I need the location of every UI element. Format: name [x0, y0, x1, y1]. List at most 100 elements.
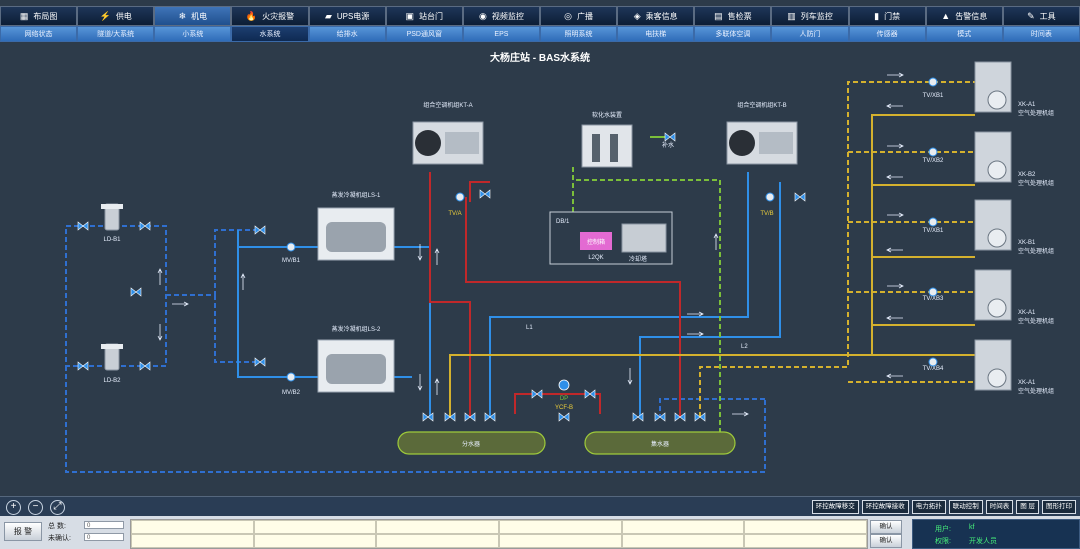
ahu-right-5[interactable]: [974, 339, 1012, 391]
nav-tab[interactable]: ⚡供电: [77, 6, 155, 26]
chiller-ls-1[interactable]: [317, 207, 395, 261]
nav-tab-label: 供电: [115, 11, 132, 21]
nav-tab[interactable]: ▥ 列车监控: [771, 6, 849, 26]
valve-icon[interactable]: [444, 412, 456, 422]
valve-icon[interactable]: [531, 389, 543, 399]
cooling-tower[interactable]: [621, 223, 667, 253]
alarm-list[interactable]: [130, 519, 868, 549]
alarm-button[interactable]: 报 警: [4, 522, 42, 541]
function-button[interactable]: 图形打印: [1042, 500, 1076, 514]
valve-icon[interactable]: [674, 412, 686, 422]
subnav-tab[interactable]: 照明系统: [539, 26, 618, 42]
nav-tab[interactable]: ▰UPS电源: [308, 6, 386, 26]
nav-tab[interactable]: ▮门禁: [848, 6, 926, 26]
valve-icon[interactable]: [77, 361, 89, 371]
nav-tab-icon: ▥: [787, 10, 796, 21]
subnav-tab[interactable]: EPS: [462, 26, 540, 42]
subnav-tab[interactable]: 水系统: [231, 26, 309, 42]
actuator-icon[interactable]: [286, 242, 296, 252]
function-button[interactable]: 环控故障移交: [811, 500, 859, 514]
fit-screen-icon[interactable]: ⤢: [50, 500, 65, 515]
actuator-icon[interactable]: [928, 357, 938, 367]
zoom-in-icon[interactable]: +: [6, 500, 21, 515]
confirm-button[interactable]: 确认: [870, 520, 902, 534]
nav-tab[interactable]: ◎广播: [539, 6, 618, 26]
ahu-kt-a[interactable]: [412, 121, 484, 165]
function-button[interactable]: 电力拓扑: [911, 500, 946, 514]
subnav-tab[interactable]: 人防门: [771, 26, 849, 42]
valve-icon[interactable]: [794, 192, 806, 202]
function-button[interactable]: 图 层: [1016, 500, 1039, 514]
valve-icon[interactable]: [254, 357, 266, 367]
actuator-icon[interactable]: [765, 192, 775, 202]
nav-tab[interactable]: ◈乘客信息: [617, 6, 695, 26]
water-softener[interactable]: [581, 124, 633, 168]
valve-icon[interactable]: [422, 412, 434, 422]
ahu-right-desc: 空气处理机组: [1018, 109, 1054, 117]
actuator-icon[interactable]: [928, 287, 938, 297]
subnav-tab[interactable]: 模式: [925, 26, 1003, 42]
dp-sensor[interactable]: [558, 379, 570, 391]
nav-tab[interactable]: ▦布局图: [0, 6, 78, 26]
ahu-right-2[interactable]: [974, 131, 1012, 183]
valve-icon[interactable]: [484, 412, 496, 422]
actuator-icon[interactable]: [928, 77, 938, 87]
valve-icon[interactable]: [584, 389, 596, 399]
permission-value: 开发人员: [969, 538, 997, 545]
valve-icon[interactable]: [479, 189, 491, 199]
valve-icon[interactable]: [77, 221, 89, 231]
valve-icon[interactable]: [694, 412, 706, 422]
ahu-right-4[interactable]: [974, 269, 1012, 321]
valve-icon[interactable]: [558, 412, 570, 422]
actuator-icon[interactable]: [286, 372, 296, 382]
pump-ld-b1[interactable]: [101, 203, 123, 231]
ahu-right-3[interactable]: [974, 199, 1012, 251]
subnav-tab[interactable]: 电扶梯: [617, 26, 695, 42]
chiller-ls-2[interactable]: [317, 339, 395, 393]
nav-tab[interactable]: ❄机电: [154, 6, 232, 26]
valve-icon[interactable]: [464, 412, 476, 422]
function-button[interactable]: 时间表: [985, 500, 1014, 514]
valve-icon[interactable]: [139, 221, 151, 231]
makeup-label: 补水: [662, 141, 674, 149]
ahu-kt-b[interactable]: [726, 121, 798, 165]
function-button[interactable]: 环控故障接收: [861, 500, 909, 514]
tv-right-label: TV/XB3: [923, 296, 944, 302]
valve-icon[interactable]: [254, 225, 266, 235]
control-box[interactable]: 控制箱: [580, 232, 612, 250]
function-button[interactable]: 联动控制: [948, 500, 983, 514]
nav-tab[interactable]: ▣站台门: [385, 6, 463, 26]
actuator-icon[interactable]: [455, 192, 465, 202]
return-manifold[interactable]: 集水器: [584, 431, 736, 455]
subnav-tab[interactable]: PSD通风窗: [385, 26, 463, 42]
zoom-out-icon[interactable]: −: [28, 500, 43, 515]
nav-tab[interactable]: ▲告警信息: [925, 6, 1003, 26]
subnav-tab[interactable]: 隧道/大系统: [77, 26, 155, 42]
ahu-right-1[interactable]: [974, 61, 1012, 113]
subnav-tab[interactable]: 给排水: [308, 26, 386, 42]
subnav-tab[interactable]: 小系统: [154, 26, 232, 42]
supply-manifold[interactable]: 分水器: [397, 431, 546, 455]
subnav-tab[interactable]: 网络状态: [0, 26, 78, 42]
flow-arrow-icon: [887, 72, 904, 78]
valve-icon[interactable]: [664, 132, 676, 142]
nav-tab-label: 列车监控: [800, 11, 833, 21]
valve-icon[interactable]: [632, 412, 644, 422]
nav-tab[interactable]: ✎工具: [1002, 6, 1080, 26]
subnav-tab[interactable]: 传感器: [848, 26, 926, 42]
confirm-button[interactable]: 确认: [870, 534, 902, 548]
valve-icon[interactable]: [130, 287, 142, 297]
actuator-icon[interactable]: [928, 147, 938, 157]
valve-icon[interactable]: [654, 412, 666, 422]
actuator-icon[interactable]: [928, 217, 938, 227]
tv-right-label: TV/XB1: [923, 228, 944, 234]
subnav-tab[interactable]: 多联体空调: [694, 26, 772, 42]
nav-tab[interactable]: ◉视频监控: [462, 6, 540, 26]
valve-icon[interactable]: [139, 361, 151, 371]
nav-tab[interactable]: 🔥火灾报警: [231, 6, 309, 26]
flow-arrow-icon: [886, 373, 903, 379]
pump-ld-b2[interactable]: [101, 343, 123, 371]
subnav-tab[interactable]: 时间表: [1002, 26, 1080, 42]
nav-tab[interactable]: ▤售检票: [694, 6, 772, 26]
